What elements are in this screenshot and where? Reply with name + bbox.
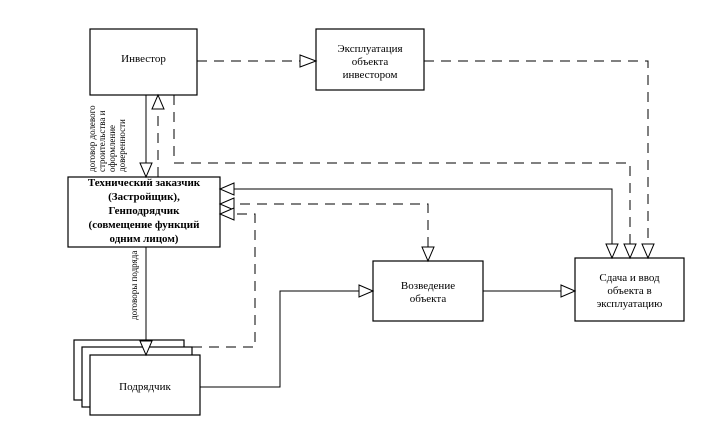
node-exploitation-label-2: инвестором xyxy=(343,69,398,81)
node-handover[interactable]: Сдача и ввод объекта в эксплуатацию xyxy=(574,257,685,322)
node-handover-label-1: объекта в xyxy=(607,285,651,297)
label-equity-line-2: оформление xyxy=(107,125,117,172)
node-customer-label-1: (Застройщик), xyxy=(108,191,180,203)
label-equity-contract: договор долевого строительства и оформле… xyxy=(87,105,127,172)
node-contractor-label-0: Подрядчик xyxy=(119,381,171,393)
arrow-customer-to-investor xyxy=(151,93,165,177)
node-construction[interactable]: Возведение объекта xyxy=(372,260,484,322)
arrow-construction-to-handover xyxy=(483,284,577,298)
node-customer-label-0: Технический заказчик xyxy=(88,177,201,189)
node-handover-label-2: эксплуатацию xyxy=(597,298,663,310)
arrow-contractor-to-construction xyxy=(200,284,375,388)
label-equity-line-3: доверенности xyxy=(117,119,127,172)
node-customer-label-2: Генподрядчик xyxy=(109,205,181,217)
node-investor[interactable]: Инвестор xyxy=(89,28,198,96)
arrow-investor-to-exploitation xyxy=(197,54,318,68)
node-investor-label-0: Инвестор xyxy=(121,53,166,65)
label-equity-line-1: строительства и xyxy=(97,110,107,172)
label-contracts: договоры подряда xyxy=(129,251,139,320)
arrow-customer-to-contractor xyxy=(139,247,153,357)
arrow-investor-to-handover xyxy=(173,95,637,260)
node-construction-label-1: объекта xyxy=(410,293,447,305)
node-exploitation[interactable]: Эксплуатация объекта инвестором xyxy=(315,28,425,91)
node-customer-label-4: одним лицом) xyxy=(110,233,179,245)
arrow-handover-to-customer xyxy=(218,182,619,260)
node-customer-label-3: (совмещение функций xyxy=(89,219,201,231)
label-equity-line-0: договор долевого xyxy=(87,105,97,172)
node-construction-label-0: Возведение xyxy=(401,280,455,292)
arrow-exploitation-to-handover xyxy=(424,60,655,260)
node-handover-label-0: Сдача и ввод xyxy=(599,272,660,284)
node-exploitation-label-1: объекта xyxy=(352,56,389,68)
arrow-contractor-to-customer xyxy=(192,207,256,348)
contractor-stack-front xyxy=(89,354,201,416)
node-contractor[interactable]: Подрядчик xyxy=(73,339,201,416)
node-customer[interactable]: Технический заказчик (Застройщик), Генпо… xyxy=(67,176,221,248)
arrow-construction-to-customer xyxy=(218,197,435,263)
node-exploitation-label-0: Эксплуатация xyxy=(337,43,402,55)
label-contracts-text: договоры подряда xyxy=(129,251,139,320)
arrow-investor-to-customer xyxy=(139,95,153,179)
